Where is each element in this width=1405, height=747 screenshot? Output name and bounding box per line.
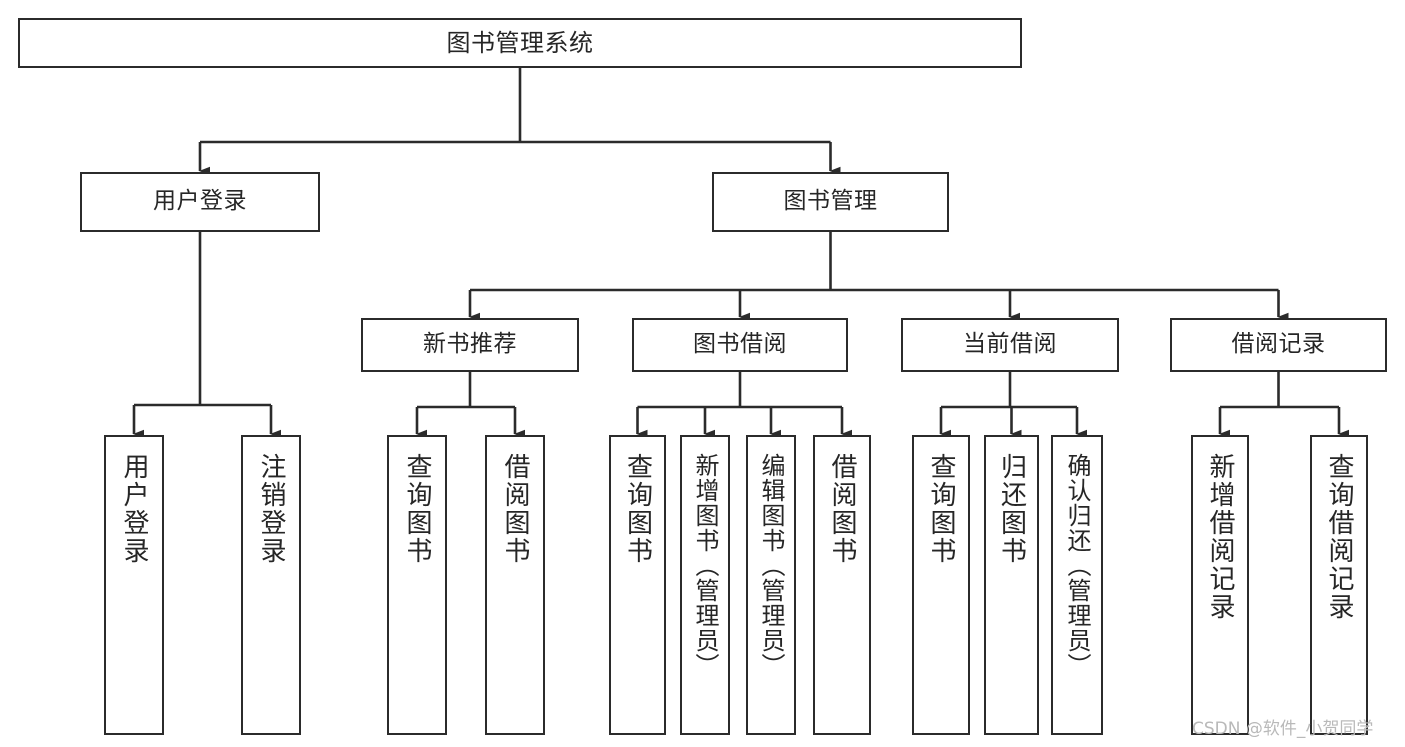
csdn-watermark: CSDN @软件_小贺同学 [1192,719,1374,739]
node-label: 新书推荐 [423,331,517,358]
node-leaf-borrow-book-1[interactable]: 借阅图书 [485,435,545,735]
node-label: 图书管理 [783,188,878,215]
node-current-borrow[interactable]: 当前借阅 [901,318,1119,372]
node-leaf-query-book-1[interactable]: 查询图书 [387,435,447,735]
node-leaf-add-book-admin[interactable]: 新增图书（管理员） [680,435,730,735]
node-leaf-user-login[interactable]: 用户登录 [104,435,164,735]
node-label: 查询图书 [402,453,432,565]
node-label: 确认归还（管理员） [1063,453,1091,678]
node-borrow-record[interactable]: 借阅记录 [1170,318,1387,372]
node-label: 查询借阅记录 [1324,453,1354,621]
node-leaf-confirm-return-admin[interactable]: 确认归还（管理员） [1051,435,1103,735]
node-label: 图书借阅 [693,331,787,358]
node-label: 借阅图书 [500,453,530,565]
node-leaf-query-borrow-record[interactable]: 查询借阅记录 [1310,435,1368,735]
node-leaf-edit-book-admin[interactable]: 编辑图书（管理员） [746,435,796,735]
node-label: 借阅图书 [827,453,857,565]
node-label: 查询图书 [926,453,956,565]
node-root[interactable]: 图书管理系统 [18,18,1022,68]
node-new-book-recommend[interactable]: 新书推荐 [361,318,579,372]
node-label: 编辑图书（管理员） [757,453,785,678]
node-label: 注销登录 [256,453,286,565]
node-label: 归还图书 [996,453,1027,565]
node-leaf-return-book[interactable]: 归还图书 [984,435,1039,735]
node-leaf-add-borrow-record[interactable]: 新增借阅记录 [1191,435,1249,735]
node-label: 当前借阅 [963,331,1057,358]
node-label: 新增借阅记录 [1205,453,1235,621]
node-label: 图书管理系统 [446,28,594,57]
node-label: 查询图书 [622,453,653,565]
node-leaf-query-book-2[interactable]: 查询图书 [609,435,666,735]
node-label: 借阅记录 [1231,331,1326,358]
node-user-login[interactable]: 用户登录 [80,172,320,232]
node-leaf-borrow-book-2[interactable]: 借阅图书 [813,435,871,735]
node-leaf-query-book-3[interactable]: 查询图书 [912,435,970,735]
node-leaf-logout[interactable]: 注销登录 [241,435,301,735]
node-label: 新增图书（管理员） [691,453,719,678]
node-label: 用户登录 [119,453,149,565]
node-book-manage[interactable]: 图书管理 [712,172,949,232]
node-label: 用户登录 [153,188,247,215]
node-book-borrow[interactable]: 图书借阅 [632,318,848,372]
